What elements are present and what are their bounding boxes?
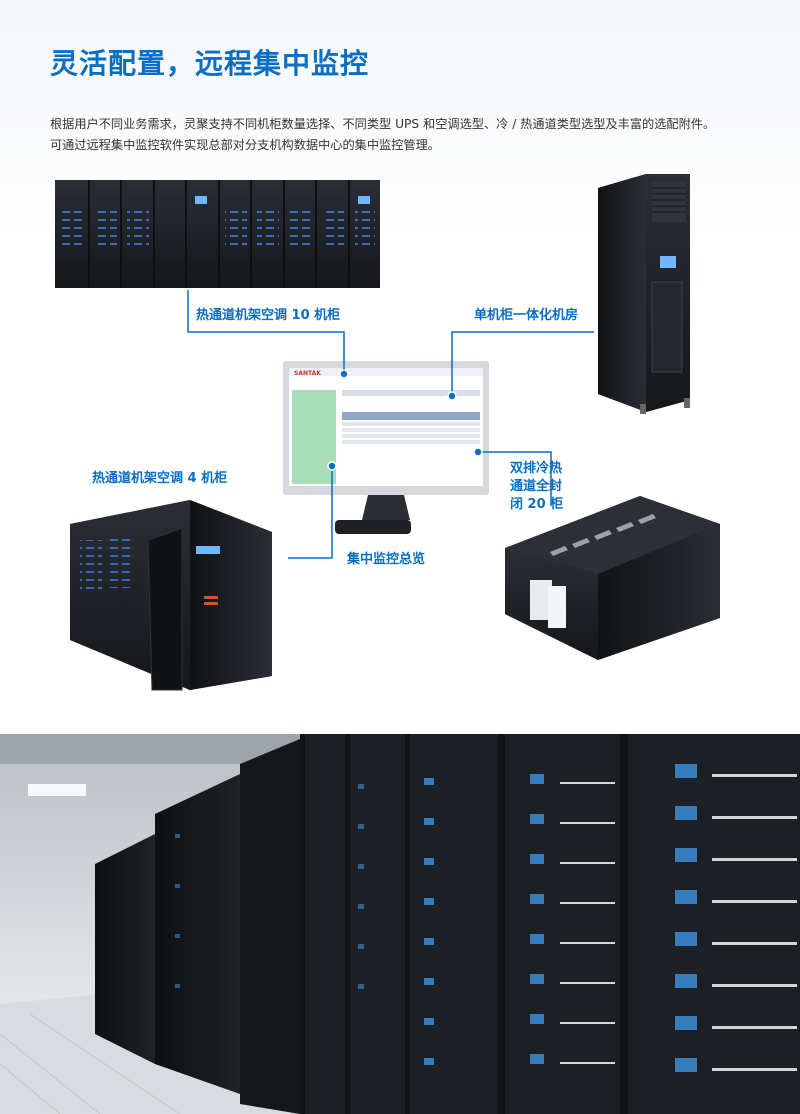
twenty-cabinet-image [505, 496, 720, 660]
connector-dot-icon [473, 447, 483, 457]
intro-line-1: 根据用户不同业务需求，灵聚支持不同机柜数量选择、不同类型 UPS 和空调选型、冷… [50, 117, 716, 131]
intro-text: 根据用户不同业务需求，灵聚支持不同机柜数量选择、不同类型 UPS 和空调选型、冷… [50, 114, 770, 156]
single-cabinet-image [598, 174, 690, 414]
monitor-logo: SANTAK [294, 370, 321, 377]
data-center-photo [0, 734, 800, 1114]
product-diagram: SANTAK [55, 174, 720, 691]
label-central-monitor: 集中监控总览 [347, 552, 426, 567]
connector-dot-icon [447, 391, 457, 401]
label-dual-row-line-3: 闭 20 柜 [510, 497, 564, 512]
label-dual-row: 双排冷热 通道全封 闭 20 柜 [510, 460, 590, 514]
four-cabinet-image [70, 500, 272, 691]
monitor-image: SANTAK [283, 361, 489, 534]
label-single-cabinet: 单机柜一体化机房 [474, 308, 579, 323]
label-hot-aisle-10: 热通道机架空调 10 机柜 [196, 308, 341, 323]
label-hot-aisle-4: 热通道机架空调 4 机柜 [92, 471, 228, 486]
label-dual-row-line-1: 双排冷热 [510, 461, 563, 476]
intro-line-2: 可通过远程集中监控软件实现总部对分支机构数据中心的集中监控管理。 [50, 138, 440, 152]
ten-cabinet-row-image [55, 180, 380, 288]
connector-lines [187, 290, 594, 559]
connector-dot-icon [339, 369, 349, 379]
connector-dot-icon [327, 461, 337, 471]
label-dual-row-line-2: 通道全封 [510, 479, 563, 494]
page-title: 灵活配置，远程集中监控 [50, 47, 370, 80]
